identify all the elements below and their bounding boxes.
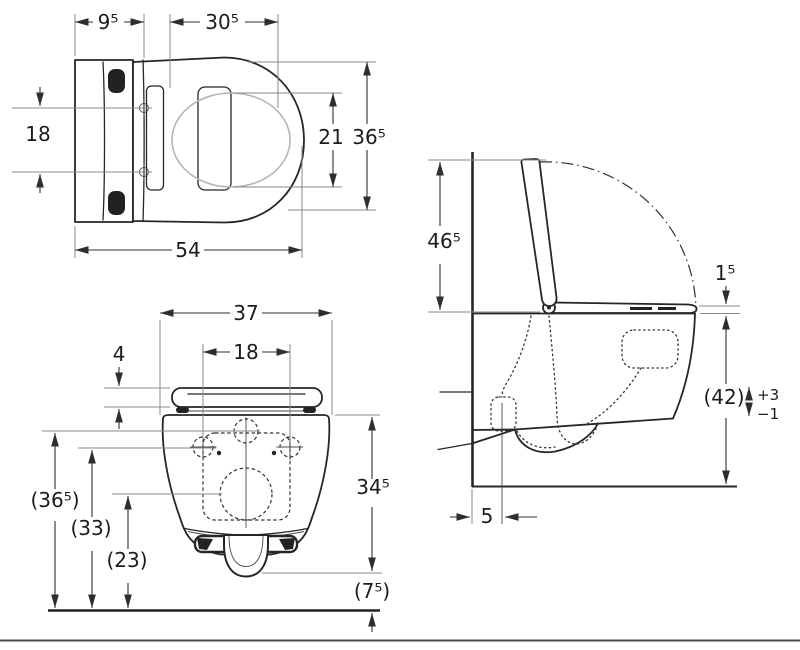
dim-front-bolt-spacing: 18	[233, 340, 258, 364]
seat-profile	[552, 301, 698, 314]
bowl-front-profile	[672, 312, 696, 420]
hinge-tab-top	[108, 69, 125, 93]
supply-elbow-dotted	[490, 396, 517, 432]
dim-front-ceramic-height: 34⁵	[356, 475, 389, 499]
cistern-inner-line	[102, 61, 106, 221]
dim-front-clearance: (7⁵)	[354, 579, 390, 603]
side-view-object	[437, 152, 737, 524]
flush-channel-dotted	[501, 315, 532, 398]
open-lid	[520, 158, 558, 307]
dim-front-seat-band: 4	[113, 342, 126, 366]
front-view-dimensions: 37 18 4 (36⁵) (33) (23)	[30, 301, 390, 632]
hinge-plate	[145, 85, 165, 191]
pocket-channel-dotted	[587, 367, 642, 424]
dim-top-fixing-spacing: 18	[25, 122, 50, 146]
bolt-crosshairs	[190, 434, 303, 460]
pin-dot-left	[216, 450, 222, 456]
dim-side-install-height: (42)	[703, 385, 744, 409]
top-view-dimensions: 9⁵ 30⁵ 18 21 36⁵ 54	[12, 10, 386, 262]
dim-top-back-depth: 9⁵	[98, 10, 119, 34]
top-view-object	[74, 56, 305, 224]
dim-front-outlet-height: (23)	[106, 548, 147, 572]
seat-opening-ring	[171, 92, 291, 188]
rim-pocket-dotted	[621, 329, 679, 369]
hinge-damper-right	[303, 407, 316, 413]
trap-inner-dotted	[548, 315, 598, 445]
hinge-damper-left	[176, 407, 189, 413]
dim-front-bolt-height: (33)	[70, 516, 111, 540]
lid-back-edge	[142, 59, 145, 222]
side-view-dimensions: 46⁵ 1⁵ (42) +3 −1 5	[427, 159, 779, 528]
pin-dot-right	[271, 450, 277, 456]
dim-front-supply-height: (36⁵)	[30, 488, 79, 512]
dim-side-tol-plus: +3	[757, 386, 779, 404]
bulge-inner-dotted	[516, 430, 556, 449]
opening-wedge-right	[279, 538, 295, 550]
front-view: 37 18 4 (36⁵) (33) (23)	[30, 301, 390, 632]
tongue-inner-line	[228, 535, 264, 567]
side-view: 46⁵ 1⁵ (42) +3 −1 5	[427, 152, 779, 528]
seat-lid-band	[171, 387, 323, 408]
dim-front-width: 37	[233, 301, 258, 325]
hinge-module	[197, 86, 232, 191]
front-view-object	[161, 387, 331, 578]
opening-wedge-left	[197, 538, 213, 550]
dim-top-overall-width: 36⁵	[352, 125, 385, 149]
hinge-tab-bottom	[108, 191, 125, 215]
top-view: 9⁵ 30⁵ 18 21 36⁵ 54	[12, 10, 386, 262]
dim-top-overall-depth: 54	[175, 238, 200, 262]
mounting-frame-dashed	[202, 432, 291, 521]
dim-side-tol-minus: −1	[757, 405, 779, 423]
trap-bulge	[514, 422, 599, 454]
dim-side-seat-profile: 1⁵	[715, 261, 736, 285]
dim-side-supply-offset: 5	[481, 504, 494, 528]
dim-top-lid-length: 30⁵	[205, 10, 238, 34]
dim-top-seat-width: 21	[318, 125, 343, 149]
dim-side-open-lid-height: 46⁵	[427, 229, 460, 253]
outlet-cover-tongue	[223, 534, 269, 578]
drain-stub	[437, 442, 473, 451]
lid-swing-arc	[539, 161, 697, 313]
